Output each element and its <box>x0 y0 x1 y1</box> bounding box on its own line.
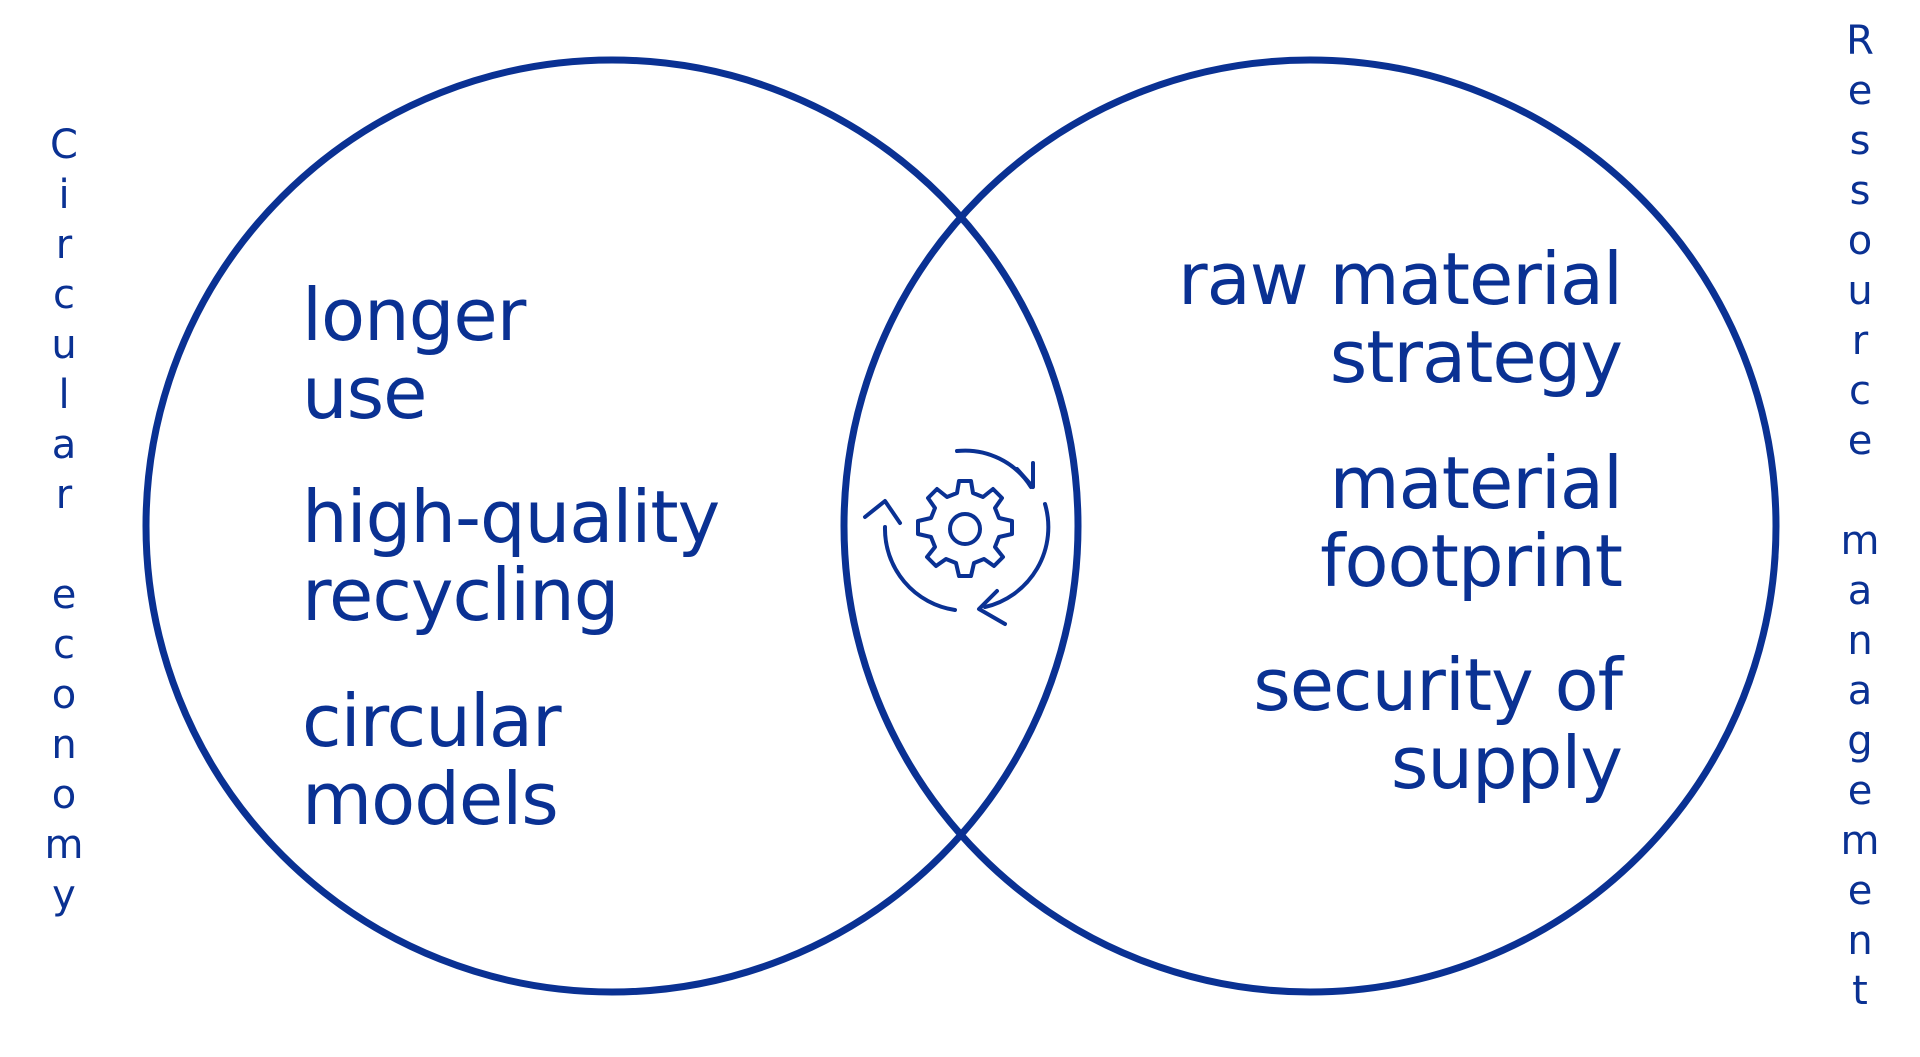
title-letter: a <box>1847 668 1873 714</box>
title-letter: t <box>1852 968 1868 1014</box>
item-line: security of <box>1253 643 1623 727</box>
title-letter: c <box>1849 368 1871 414</box>
title-letter: m <box>1840 518 1880 564</box>
title-letter: n <box>1847 618 1873 664</box>
gear-cycle-icon <box>863 448 1051 626</box>
item-line: models <box>302 757 559 841</box>
gear-icon <box>916 479 1014 578</box>
title-letter: r <box>55 222 73 268</box>
title-letter: o <box>51 772 77 818</box>
item-line: material <box>1329 441 1623 525</box>
circle-circular-economy <box>142 56 1082 996</box>
left-item-circular-models: circular models <box>302 679 562 841</box>
title-letter: g <box>1847 718 1873 764</box>
title-letter: o <box>51 672 77 718</box>
right-item-material-footprint: material footprint <box>1320 441 1623 603</box>
item-line: circular <box>302 679 562 763</box>
title-letter <box>34 520 94 570</box>
title-letter: y <box>52 872 76 918</box>
title-letter: r <box>1851 318 1869 364</box>
title-letter: e <box>1847 768 1873 814</box>
title-letter: e <box>1847 868 1873 914</box>
item-line: strategy <box>1329 315 1623 399</box>
title-letter: s <box>1849 118 1871 164</box>
item-line: footprint <box>1320 519 1623 603</box>
title-letter <box>1830 466 1890 516</box>
title-letter: a <box>1847 568 1873 614</box>
item-line: longer <box>302 273 526 357</box>
title-letter: n <box>1847 918 1873 964</box>
title-letter: C <box>50 122 78 168</box>
title-letter: o <box>1847 218 1873 264</box>
left-item-longer-use: longer use <box>302 273 526 435</box>
right-item-raw-material-strategy: raw material strategy <box>1177 237 1623 399</box>
item-line: use <box>302 351 427 435</box>
title-letter: R <box>1846 18 1874 64</box>
item-line: recycling <box>302 553 619 637</box>
title-letter: r <box>55 472 73 518</box>
title-letter: m <box>1840 818 1880 864</box>
item-line: high-quality <box>302 475 720 559</box>
title-letter: s <box>1849 168 1871 214</box>
circle-resource-management <box>840 56 1780 996</box>
title-letter: n <box>51 722 77 768</box>
title-letter: m <box>44 822 84 868</box>
title-letter: a <box>51 422 77 468</box>
title-letter: e <box>51 572 77 618</box>
title-letter: c <box>53 272 75 318</box>
title-letter: i <box>58 172 70 218</box>
title-letter: u <box>51 322 77 368</box>
title-letter: c <box>53 622 75 668</box>
title-letter: e <box>1847 418 1873 464</box>
title-letter: e <box>1847 68 1873 114</box>
item-line: raw material <box>1177 237 1623 321</box>
item-line: supply <box>1390 721 1623 805</box>
title-letter: u <box>1847 268 1873 314</box>
left-item-recycling: high-quality recycling <box>302 475 720 637</box>
title-letter: l <box>58 372 70 418</box>
right-item-security-of-supply: security of supply <box>1253 643 1623 805</box>
